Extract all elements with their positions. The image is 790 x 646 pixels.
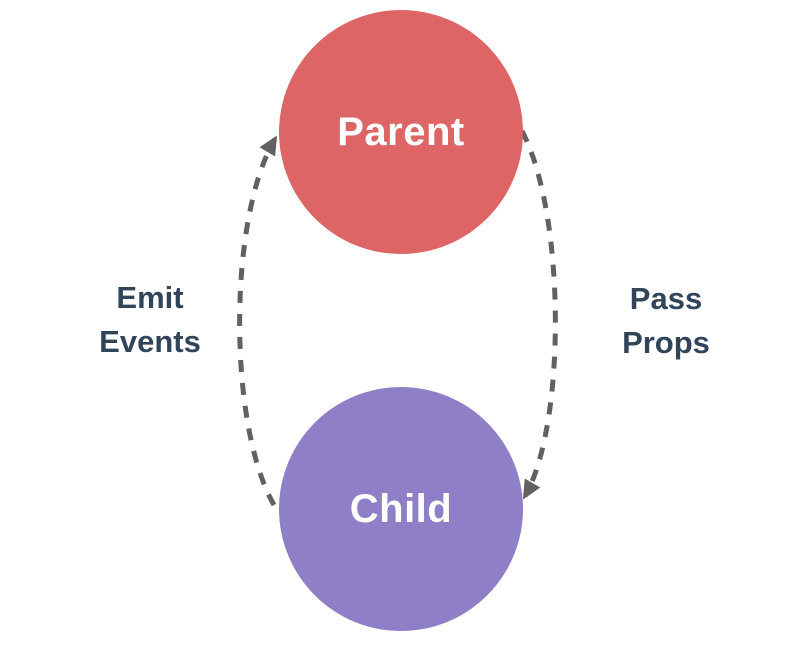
pass-props-label-line2: Props [622,325,710,360]
emit-events-arrow [237,135,278,507]
child-node: Child [279,387,523,631]
parent-node: Parent [279,10,523,254]
parent-node-label: Parent [337,109,465,154]
emit-events-label-line1: Emit [116,280,184,315]
emit-events-label-line2: Events [99,324,201,359]
pass-props-label-line1: Pass [629,281,703,316]
child-node-label: Child [349,486,453,531]
emit-events-label: Emit Events [60,276,240,364]
pass-props-arrow [519,129,558,500]
pass-props-label: Pass Props [576,277,756,365]
